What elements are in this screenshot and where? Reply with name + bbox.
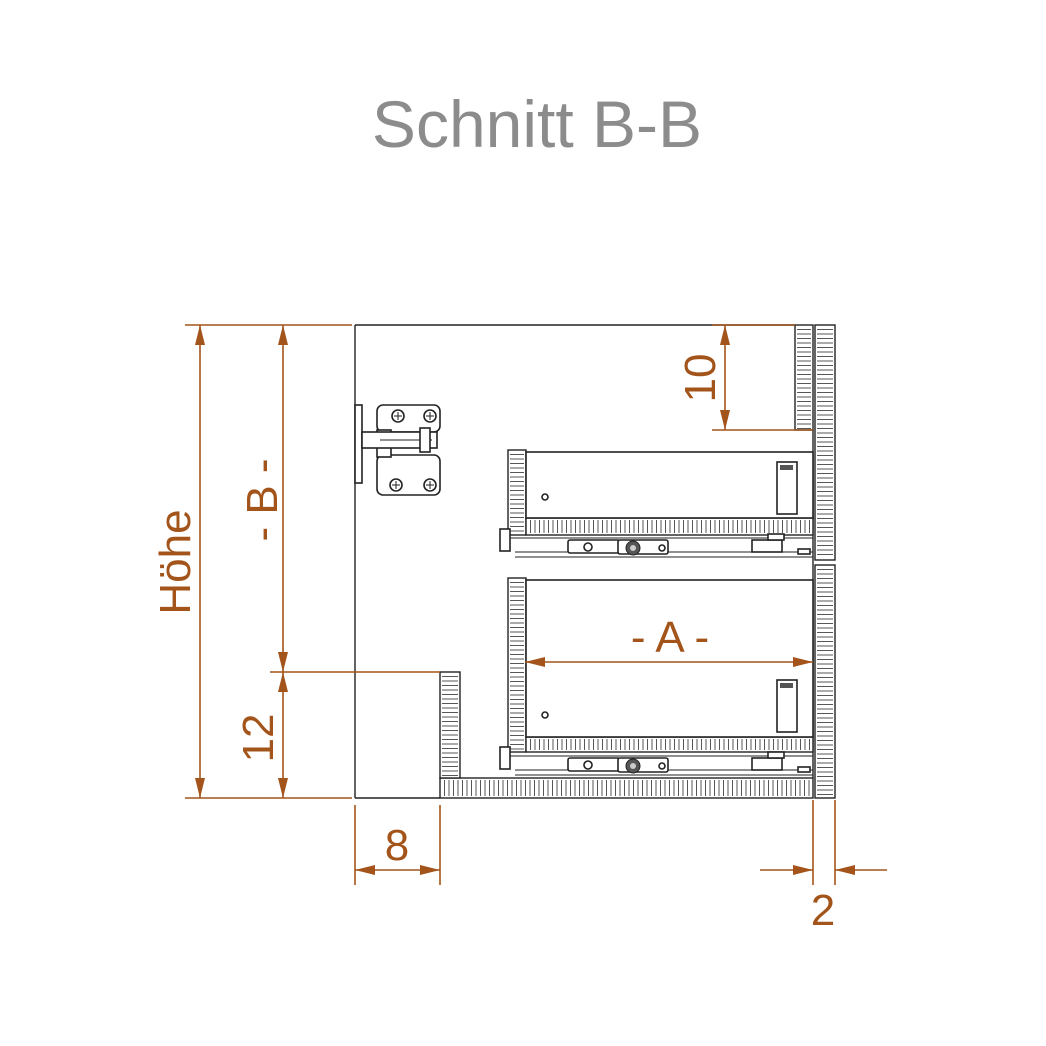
arrow-up-icon (278, 672, 288, 692)
dimension-plinth-depth: 8 (354, 805, 441, 885)
front-gap-label: 2 (811, 886, 835, 935)
upper-drawer-label-plate (776, 461, 798, 515)
screw-slot (392, 481, 400, 489)
runner-latch (797, 766, 811, 773)
hatched-panels (439, 324, 836, 799)
arrow-right-icon (793, 657, 813, 667)
plinth-panel-outline (439, 671, 461, 779)
upper-drawer-back (507, 449, 527, 536)
lower-drawer-front (814, 564, 836, 799)
upper-drawer-front-outline (814, 324, 836, 561)
arrow-down-icon (720, 410, 730, 430)
runner-roller (658, 544, 666, 552)
lower-drawer-back (507, 577, 527, 753)
runner-main-roller-hub (630, 763, 636, 769)
top-rail (794, 324, 814, 431)
upper-drawer-side (525, 451, 814, 519)
screw-slot (394, 412, 402, 420)
runner-carriage (567, 757, 621, 772)
lower-drawer (525, 579, 814, 738)
arrow-right-icon (420, 865, 440, 875)
arrow-down-icon (195, 778, 205, 798)
dimension-height: Höhe (151, 324, 352, 799)
arrow-left-icon (525, 657, 545, 667)
plinth-height-label: 12 (234, 714, 283, 763)
lower-drawer-hole (541, 711, 549, 719)
top-gap-label: 10 (676, 354, 725, 403)
arrow-up-icon (720, 325, 730, 345)
hinge (354, 404, 441, 496)
upper-drawer-hole (541, 493, 549, 501)
lower-drawer-back-outline (507, 577, 527, 753)
runner-end-bracket (499, 528, 511, 552)
upper-drawer-bottom (525, 517, 814, 536)
dimension-plinth-height: 12 (234, 671, 440, 798)
dimension-b: - B - (238, 325, 288, 672)
arrow-right-icon (793, 865, 813, 875)
dimension-a: - A - (525, 613, 813, 667)
runner-latch (797, 548, 811, 555)
arrow-up-icon (278, 325, 288, 345)
runner-roller (583, 760, 593, 770)
lower-drawer-side (525, 579, 814, 738)
dimension-top-gap: 10 (676, 324, 813, 431)
lower-drawer-label-mark (780, 683, 793, 688)
runner-clip (767, 533, 785, 541)
runner-roller (658, 762, 666, 770)
plinth-depth-label: 8 (385, 821, 409, 870)
upper-drawer-bottom-outline (525, 517, 814, 536)
arrow-left-icon (835, 865, 855, 875)
runner-end-bracket (499, 746, 511, 770)
plinth-panel (439, 671, 461, 779)
lower-drawer-bottom-outline (525, 736, 814, 753)
top-rail-outline (794, 324, 814, 431)
bottom-panel (439, 777, 814, 799)
runner-stop (751, 757, 783, 771)
hinge-screws (389, 409, 437, 492)
upper-drawer (525, 451, 814, 519)
upper-drawer-runner (499, 528, 813, 558)
runner-main-roller-hub (630, 545, 636, 551)
arrow-down-icon (278, 778, 288, 798)
dimension-front-gap: 2 (760, 800, 887, 935)
height-label: Höhe (151, 509, 200, 614)
screw-slot (426, 412, 434, 420)
b-label: - B - (238, 458, 287, 541)
runner-carriage (567, 539, 621, 554)
runner-clip (767, 751, 785, 759)
runner-stop (751, 539, 783, 553)
hinge-arm-end (419, 427, 431, 453)
drawing-title: Schnitt B-B (372, 87, 702, 161)
arrow-up-icon (195, 325, 205, 345)
lower-drawer-bottom (525, 736, 814, 753)
lower-drawer-runner (499, 746, 813, 776)
runner-roller (583, 542, 593, 552)
screw-slot (426, 481, 434, 489)
hinge-cup (354, 404, 363, 484)
bottom-panel-outline (439, 777, 814, 799)
lower-drawer-label-plate (776, 679, 798, 733)
arrow-left-icon (355, 865, 375, 875)
arrow-down-icon (278, 652, 288, 672)
a-label: - A - (631, 613, 709, 662)
upper-drawer-front (814, 324, 836, 561)
upper-drawer-label-mark (780, 465, 793, 470)
